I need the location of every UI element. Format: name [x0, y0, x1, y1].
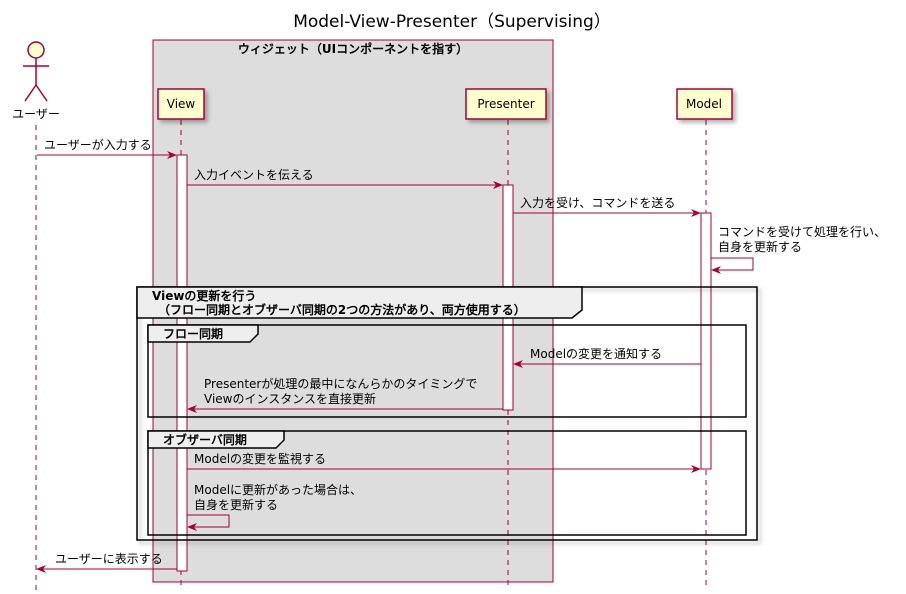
group-view-update: Viewの更新を行う （フロー同期とオブザーバ同期の2つの方法があり、両方使用す… [136, 286, 758, 541]
group-view-update-subtitle: （フロー同期とオブザーバ同期の2つの方法があり、両方使用する） [158, 302, 526, 317]
group-flow-sync-label: フロー同期 [163, 326, 223, 341]
participant-model-label: Model [686, 97, 722, 111]
message-label-8b: 自身を更新する [194, 497, 278, 512]
group-observer-sync-label: オブザーバ同期 [163, 432, 247, 447]
activation-model [700, 212, 712, 470]
message-arrow-8 [187, 514, 230, 531]
participant-view: View [157, 88, 205, 120]
participant-presenter-label: Presenter [477, 97, 534, 111]
participant-presenter: Presenter [465, 88, 547, 120]
group-view-update-title: Viewの更新を行う [152, 288, 256, 303]
diagram-title: Model-View-Presenter（Supervising） [293, 12, 611, 32]
message-label-6b: Viewのインスタンスを直接更新 [204, 391, 376, 406]
group-flow-sync: フロー同期 [147, 324, 747, 418]
actor-label: ユーザー [12, 107, 60, 121]
message-label-2: 入力イベントを伝える [194, 168, 314, 182]
message-label-7: Modelの変更を監視する [194, 451, 326, 466]
message-label-1: ユーザーが入力する [44, 137, 152, 152]
message-label-4b: 自身を更新する [718, 239, 802, 254]
message-label-3: 入力を受け、コマンドを送る [520, 195, 675, 210]
activation-view [176, 154, 188, 572]
message-label-9: ユーザーに表示する [55, 552, 163, 566]
message-label-4a: コマンドを受けて処理を行い、 [718, 225, 886, 239]
widget-box-label: ウィジェット（UIコンポーネントを指す） [238, 41, 468, 56]
participant-model: Model [676, 88, 733, 120]
participant-view-label: View [167, 97, 196, 111]
stick-figure-icon [23, 41, 49, 102]
message-arrow-4 [711, 257, 754, 274]
message-label-6a: Presenterが処理の最中になんらかのタイミングで [204, 376, 477, 391]
group-observer-sync: オブザーバ同期 [147, 430, 747, 536]
message-label-5: Modelの変更を通知する [530, 346, 662, 361]
message-label-8a: Modelに更新があった場合は、 [194, 482, 362, 497]
